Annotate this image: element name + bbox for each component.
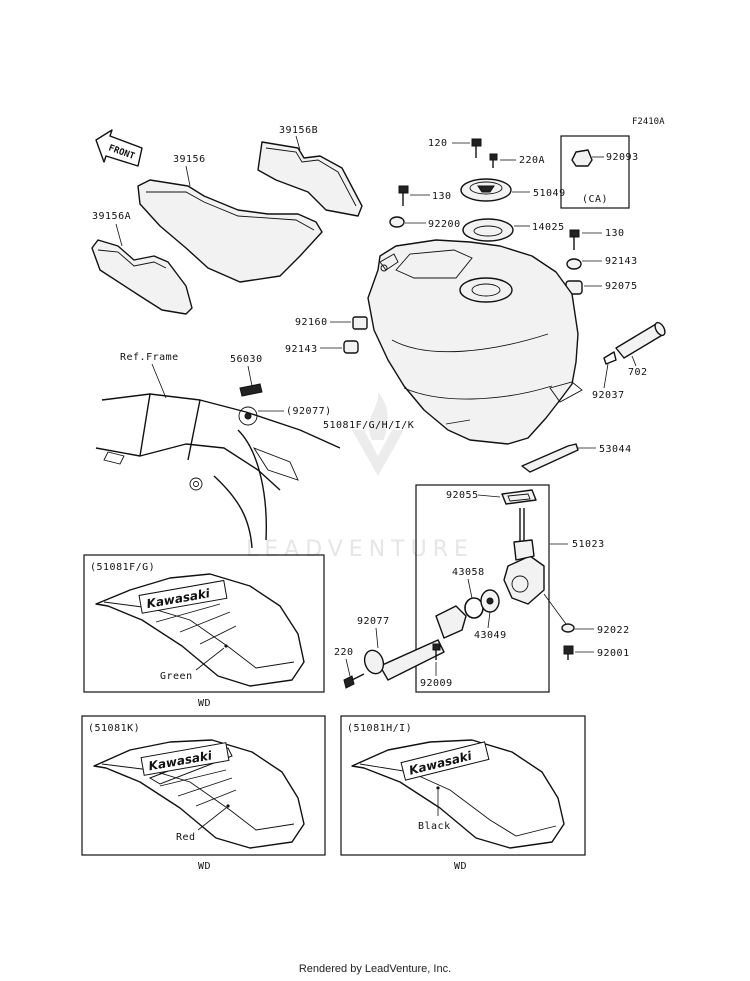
- label-51049: 51049: [533, 188, 566, 199]
- label-43049: 43049: [474, 630, 507, 641]
- frame-reference: [95, 393, 341, 549]
- variant-1-note: WD: [198, 698, 211, 709]
- screw-220[interactable]: [343, 673, 365, 689]
- label-220A: 220A: [519, 155, 545, 166]
- watermark: LEADVENTURE: [246, 392, 474, 562]
- variant-3-code: (51081H/I): [347, 723, 412, 734]
- diaphragm-43049[interactable]: [480, 589, 500, 613]
- bolt-130-left[interactable]: [398, 185, 409, 206]
- variant-box-3: (51081H/I) Kawasaki Black: [340, 715, 586, 856]
- kawasaki-logo-3: Kawasaki: [400, 741, 490, 781]
- variant-2-note: WD: [198, 861, 211, 872]
- damper-92143-top[interactable]: [566, 258, 582, 270]
- fuel-tank[interactable]: [367, 239, 583, 445]
- label-ref-frame: Ref.Frame: [120, 352, 179, 363]
- label-39156A: 39156A: [92, 211, 131, 222]
- label-92037: 92037: [592, 390, 625, 401]
- grommet-92160[interactable]: [352, 316, 368, 330]
- variant-box-2: (51081K) Kawasaki Red: [81, 715, 326, 856]
- label-220: 220: [334, 647, 354, 658]
- label-14025: 14025: [532, 222, 565, 233]
- variant-1-code: (51081F/G): [90, 562, 155, 573]
- cap-51049[interactable]: [460, 178, 512, 202]
- washer-92200[interactable]: [389, 216, 405, 228]
- variant-box-1: (51081F/G) Kawasaki Green: [83, 554, 325, 693]
- label-51081: 51081F/G/H/I/K: [323, 420, 414, 431]
- gasket-92055[interactable]: [501, 489, 537, 505]
- label-92077: 92077: [357, 616, 390, 627]
- variant-2-code: (51081K): [88, 723, 140, 734]
- label-130-left: 130: [432, 191, 452, 202]
- label-92055: 92055: [446, 490, 479, 501]
- kawasaki-logo-1: Kawasaki: [138, 579, 228, 614]
- bolt-130-right[interactable]: [569, 229, 580, 250]
- label-92160: 92160: [295, 317, 328, 328]
- label-51023: 51023: [572, 539, 605, 550]
- screw-220A[interactable]: [489, 153, 498, 168]
- label-39156B: 39156B: [279, 125, 318, 136]
- variant-3-color: Black: [418, 821, 451, 832]
- cover-39156[interactable]: [137, 179, 323, 283]
- cover-39156B[interactable]: [257, 141, 363, 217]
- hose-702[interactable]: [615, 321, 667, 359]
- label-92143-left: 92143: [285, 344, 318, 355]
- diagram-code: F2410A: [632, 117, 665, 127]
- label-56030: 56030: [230, 354, 263, 365]
- label-92022: 92022: [597, 625, 630, 636]
- label-92200: 92200: [428, 219, 461, 230]
- label-130-right: 130: [605, 228, 625, 239]
- label-92143-top: 92143: [605, 256, 638, 267]
- label-39156: 39156: [173, 154, 206, 165]
- variant-2-color: Red: [176, 832, 196, 843]
- grommet-92077-ref: [238, 406, 258, 426]
- kawasaki-logo-2: Kawasaki: [140, 742, 230, 776]
- bolt-120[interactable]: [471, 138, 482, 158]
- variant-1-color: Green: [160, 671, 193, 682]
- footer-credit: Rendered by LeadVenture, Inc.: [298, 963, 452, 975]
- label-43058: 43058: [452, 567, 485, 578]
- variant-3-note: WD: [454, 861, 467, 872]
- front-label: FRONT: [107, 143, 136, 162]
- label-92009: 92009: [420, 678, 453, 689]
- cover-39156A[interactable]: [91, 239, 193, 315]
- lever-92077[interactable]: [361, 605, 467, 681]
- label-92075: 92075: [605, 281, 638, 292]
- pad-53044[interactable]: [521, 443, 579, 473]
- label-ca: (CA): [582, 194, 608, 205]
- bolt-92001[interactable]: [563, 645, 574, 660]
- label-702: 702: [628, 367, 648, 378]
- front-arrow: FRONT: [95, 129, 143, 167]
- clamp-92037[interactable]: [603, 351, 617, 365]
- screw-92009[interactable]: [432, 643, 441, 660]
- damper-92143-left[interactable]: [343, 340, 359, 354]
- label-92077-ref: (92077): [286, 406, 332, 417]
- label-92001: 92001: [597, 648, 630, 659]
- gasket-14025[interactable]: [462, 218, 514, 242]
- fuel-cock-box: [415, 484, 550, 693]
- fuel-cock-51023[interactable]: [503, 508, 545, 605]
- label-56030-part[interactable]: [239, 383, 263, 397]
- label-53044: 53044: [599, 444, 632, 455]
- label-120: 120: [428, 138, 448, 149]
- box-92093: [560, 135, 630, 209]
- label-92093: 92093: [606, 152, 639, 163]
- washer-92022[interactable]: [561, 623, 575, 633]
- watermark-text: LEADVENTURE: [246, 537, 474, 562]
